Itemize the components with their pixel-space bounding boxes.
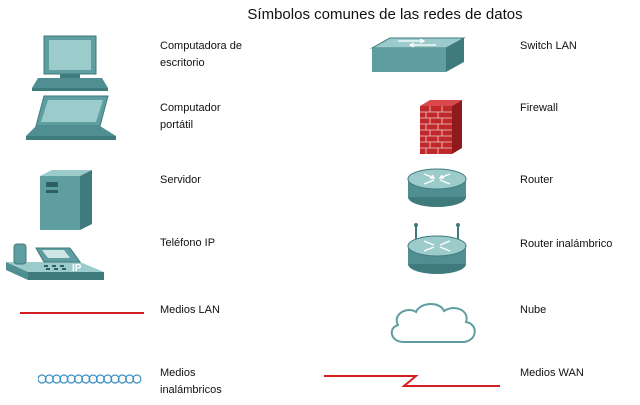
laptop-label: Computador portátil: [160, 102, 221, 131]
laptop-icon: [26, 95, 116, 140]
wireless-media-icon: [38, 374, 142, 384]
wireless-media-label: Medios inalámbricos: [160, 367, 222, 396]
wireless-router-label: Router inalámbrico: [520, 238, 613, 250]
ip-phone-icon: IP: [6, 243, 104, 280]
server-icon: [40, 170, 92, 230]
cloud-label: Nube: [520, 304, 547, 316]
ip-phone-label: Teléfono IP: [160, 237, 216, 249]
wan-media-icon: [324, 375, 500, 387]
lan-switch-label: Switch LAN: [520, 40, 577, 52]
page-title: Símbolos comunes de las redes de datos: [247, 6, 523, 23]
wireless-coil-loop: [132, 374, 142, 384]
cloud-icon: [390, 303, 476, 343]
server-label: Servidor: [160, 174, 201, 186]
wireless-coil-loop: [59, 374, 69, 384]
wireless-router-icon: [407, 223, 467, 274]
wireless-coil-loop: [44, 374, 54, 384]
desktop-computer-icon: [32, 35, 108, 91]
firewall-icon: [420, 100, 462, 154]
wireless-coil-loop: [110, 374, 120, 384]
wan-media-label: Medios WAN: [520, 367, 584, 379]
desktop-computer-label: Computadora de escritorio: [160, 40, 242, 69]
wireless-coil-loop: [117, 374, 127, 384]
firewall-label: Firewall: [520, 102, 558, 114]
wireless-coil-loop: [103, 374, 113, 384]
ip-badge-text: IP: [72, 263, 82, 274]
wireless-coil-loop: [88, 374, 98, 384]
wireless-coil-loop: [95, 374, 106, 384]
wireless-coil-loop: [52, 374, 62, 384]
router-label: Router: [520, 174, 554, 186]
wireless-coil-loop: [73, 374, 84, 384]
lan-switch-icon: [370, 37, 466, 72]
wireless-coil-loop: [38, 374, 47, 384]
router-icon: [407, 168, 467, 207]
lan-media-label: Medios LAN: [160, 304, 220, 316]
wireless-coil-loop: [81, 374, 91, 384]
lan-media-icon: [20, 312, 144, 314]
wireless-coil-loop: [124, 374, 135, 384]
wireless-coil-loop: [66, 374, 76, 384]
